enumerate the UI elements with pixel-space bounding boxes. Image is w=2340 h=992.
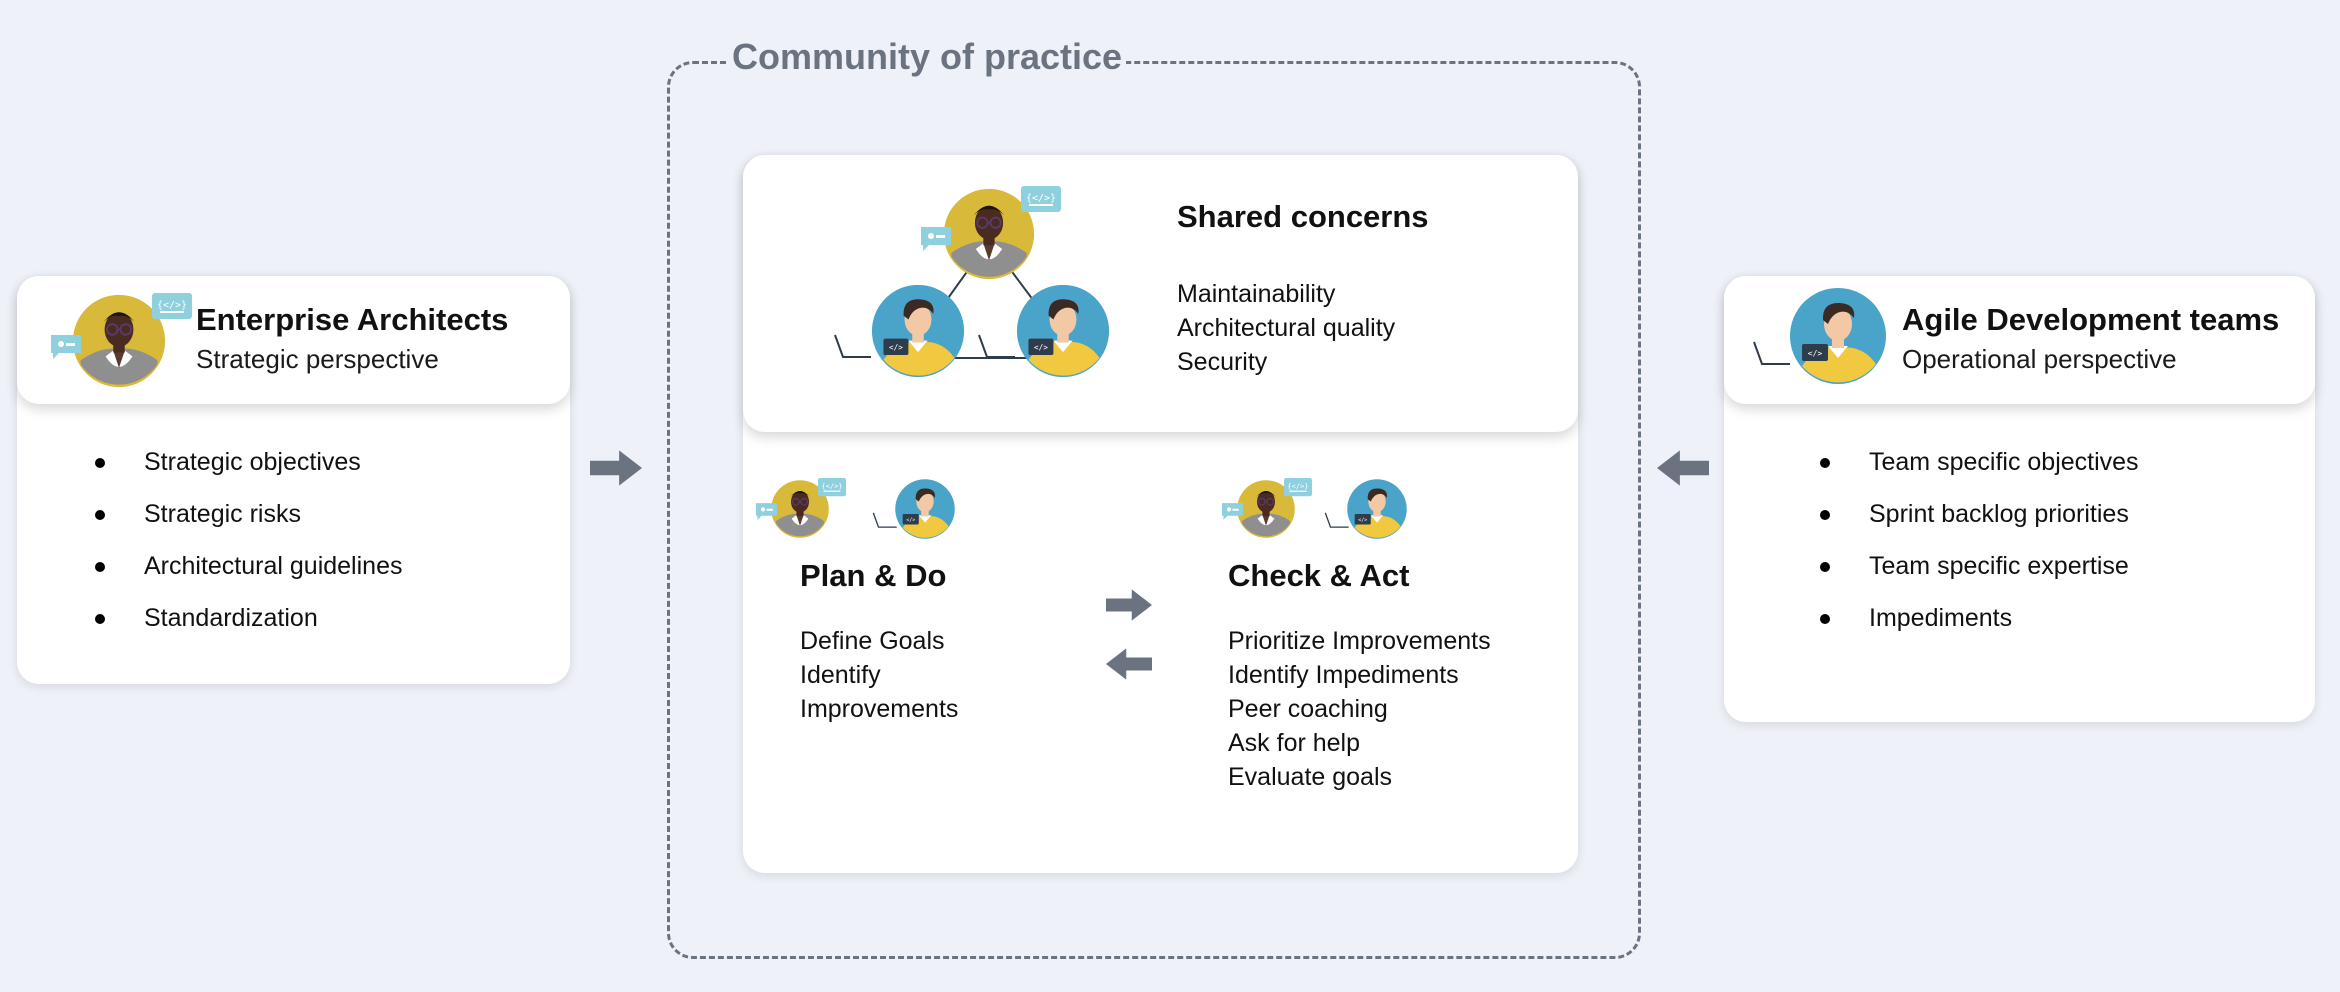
arrow-icon	[1106, 648, 1152, 680]
list-item: Define Goals	[800, 627, 945, 655]
list-item: Impediments	[1742, 592, 2315, 644]
arrow-icon	[1106, 589, 1152, 621]
enterprise-architects-title: Enterprise Architects	[196, 302, 509, 337]
community-of-practice-label: Community of practice	[728, 36, 1127, 78]
developer-avatar-icon	[1346, 478, 1408, 540]
list-item: Prioritize Improvements	[1228, 627, 1491, 655]
developer-avatar-icon	[894, 478, 956, 540]
enterprise-architects-header: Enterprise Architects Strategic perspect…	[17, 276, 570, 404]
plan-do-title: Plan & Do	[800, 558, 947, 593]
operational-perspective-subtitle: Operational perspective	[1902, 344, 2177, 374]
list-item: Team specific expertise	[1742, 540, 2315, 592]
check-act-title: Check & Act	[1228, 558, 1410, 593]
list-item: Strategic objectives	[17, 436, 570, 488]
list-item: Evaluate goals	[1228, 763, 1393, 791]
code-badge-icon	[818, 478, 846, 499]
laptop-icon	[872, 510, 898, 530]
list-item: Team specific objectives	[1742, 436, 2315, 488]
code-badge-icon	[152, 293, 192, 323]
developer-avatar-icon	[870, 283, 966, 379]
list-item: Peer coaching	[1228, 695, 1388, 723]
arrow-icon	[590, 450, 642, 486]
list-item: Ask for help	[1228, 729, 1361, 757]
shared-concerns-title: Shared concerns	[1177, 199, 1429, 234]
laptop-icon	[977, 331, 1017, 361]
list-item: Maintainability	[1177, 280, 1336, 308]
chat-badge-icon	[51, 335, 81, 359]
shared-concerns-list: Maintainability Architectural quality Se…	[1177, 277, 1395, 379]
list-item: Architectural quality	[1177, 314, 1396, 342]
laptop-icon	[1324, 510, 1350, 530]
agile-teams-title: Agile Development teams	[1902, 302, 2280, 337]
laptop-icon	[833, 331, 873, 361]
developer-avatar-icon	[1788, 286, 1888, 386]
list-item: Identify	[800, 661, 881, 689]
arrow-icon	[1657, 450, 1709, 486]
check-act-list: Prioritize Improvements Identify Impedim…	[1228, 624, 1491, 794]
list-item: Sprint backlog priorities	[1742, 488, 2315, 540]
team-connector-lines	[917, 240, 1064, 359]
right-objectives-list: Team specific objectives Sprint backlog …	[1742, 436, 2315, 644]
list-item: Architectural guidelines	[17, 540, 570, 592]
left-objectives-list: Strategic objectives Strategic risks Arc…	[17, 436, 570, 644]
laptop-icon	[1752, 338, 1792, 368]
list-item: Security	[1177, 348, 1268, 376]
list-item: Identify Impediments	[1228, 661, 1459, 689]
agile-teams-header: Agile Development teams Operational pers…	[1724, 276, 2315, 404]
list-item: Standardization	[17, 592, 570, 644]
strategic-perspective-subtitle: Strategic perspective	[196, 344, 439, 374]
community-of-practice-frame	[667, 61, 1641, 959]
code-badge-icon	[1284, 478, 1312, 499]
chat-badge-icon	[921, 227, 951, 251]
shared-concerns-card: Shared concerns Maintainability Architec…	[743, 155, 1578, 432]
chat-badge-icon	[1222, 503, 1243, 520]
list-item: Improvements	[800, 695, 959, 723]
list-item: Strategic risks	[17, 488, 570, 540]
plan-do-list: Define Goals Identify Improvements	[800, 624, 958, 726]
code-badge-icon	[1021, 186, 1061, 216]
developer-avatar-icon	[1015, 283, 1111, 379]
chat-badge-icon	[756, 503, 777, 520]
